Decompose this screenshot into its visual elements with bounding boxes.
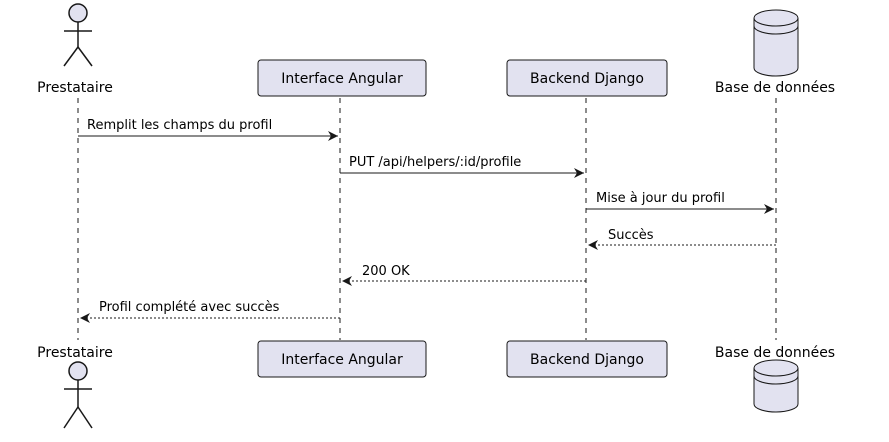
participant-label: Backend Django: [530, 71, 644, 87]
participant-db-bottom: Base de données: [715, 345, 835, 413]
participant-label: Prestataire: [37, 345, 113, 361]
message-5: 200 OK: [342, 264, 586, 286]
message-label: Mise à jour du profil: [596, 191, 725, 206]
participant-label: Base de données: [715, 80, 835, 96]
message-label: Succès: [608, 228, 654, 243]
participant-label: Base de données: [715, 345, 835, 361]
database-icon: [753, 9, 799, 77]
participant-box: [257, 59, 427, 97]
participant-label: Interface Angular: [281, 71, 403, 87]
participant-prestataire-top: Prestataire: [37, 3, 113, 96]
participant-box: [506, 59, 668, 97]
participant-label: Backend Django: [530, 352, 644, 368]
participant-label: Interface Angular: [281, 352, 403, 368]
participant-box: [506, 340, 668, 378]
participant-django-top: Backend Django: [506, 59, 668, 97]
participant-box: [257, 340, 427, 378]
message-4: Succès: [588, 228, 776, 250]
message-2: PUT /api/helpers/:id/profile: [340, 155, 584, 178]
message-1: Remplit les champs du profil: [78, 118, 338, 141]
message-label: PUT /api/helpers/:id/profile: [349, 155, 521, 170]
message-label: 200 OK: [362, 264, 410, 279]
participant-angular-top: Interface Angular: [257, 59, 427, 97]
message-3: Mise à jour du profil: [586, 191, 774, 214]
message-label: Remplit les champs du profil: [87, 118, 272, 133]
participant-prestataire-bottom: Prestataire: [37, 345, 113, 429]
participant-angular-bottom: Interface Angular: [257, 340, 427, 378]
database-icon: [753, 359, 799, 413]
messages: Remplit les champs du profil PUT /api/he…: [78, 118, 776, 323]
actor-icon: [63, 3, 93, 67]
participant-db-top: Base de données: [715, 9, 835, 96]
participant-label: Prestataire: [37, 80, 113, 96]
actor-icon: [63, 361, 93, 429]
message-label: Profil complété avec succès: [99, 300, 280, 315]
participant-django-bottom: Backend Django: [506, 340, 668, 378]
lifelines: [77, 98, 777, 340]
message-6: Profil complété avec succès: [80, 300, 340, 323]
